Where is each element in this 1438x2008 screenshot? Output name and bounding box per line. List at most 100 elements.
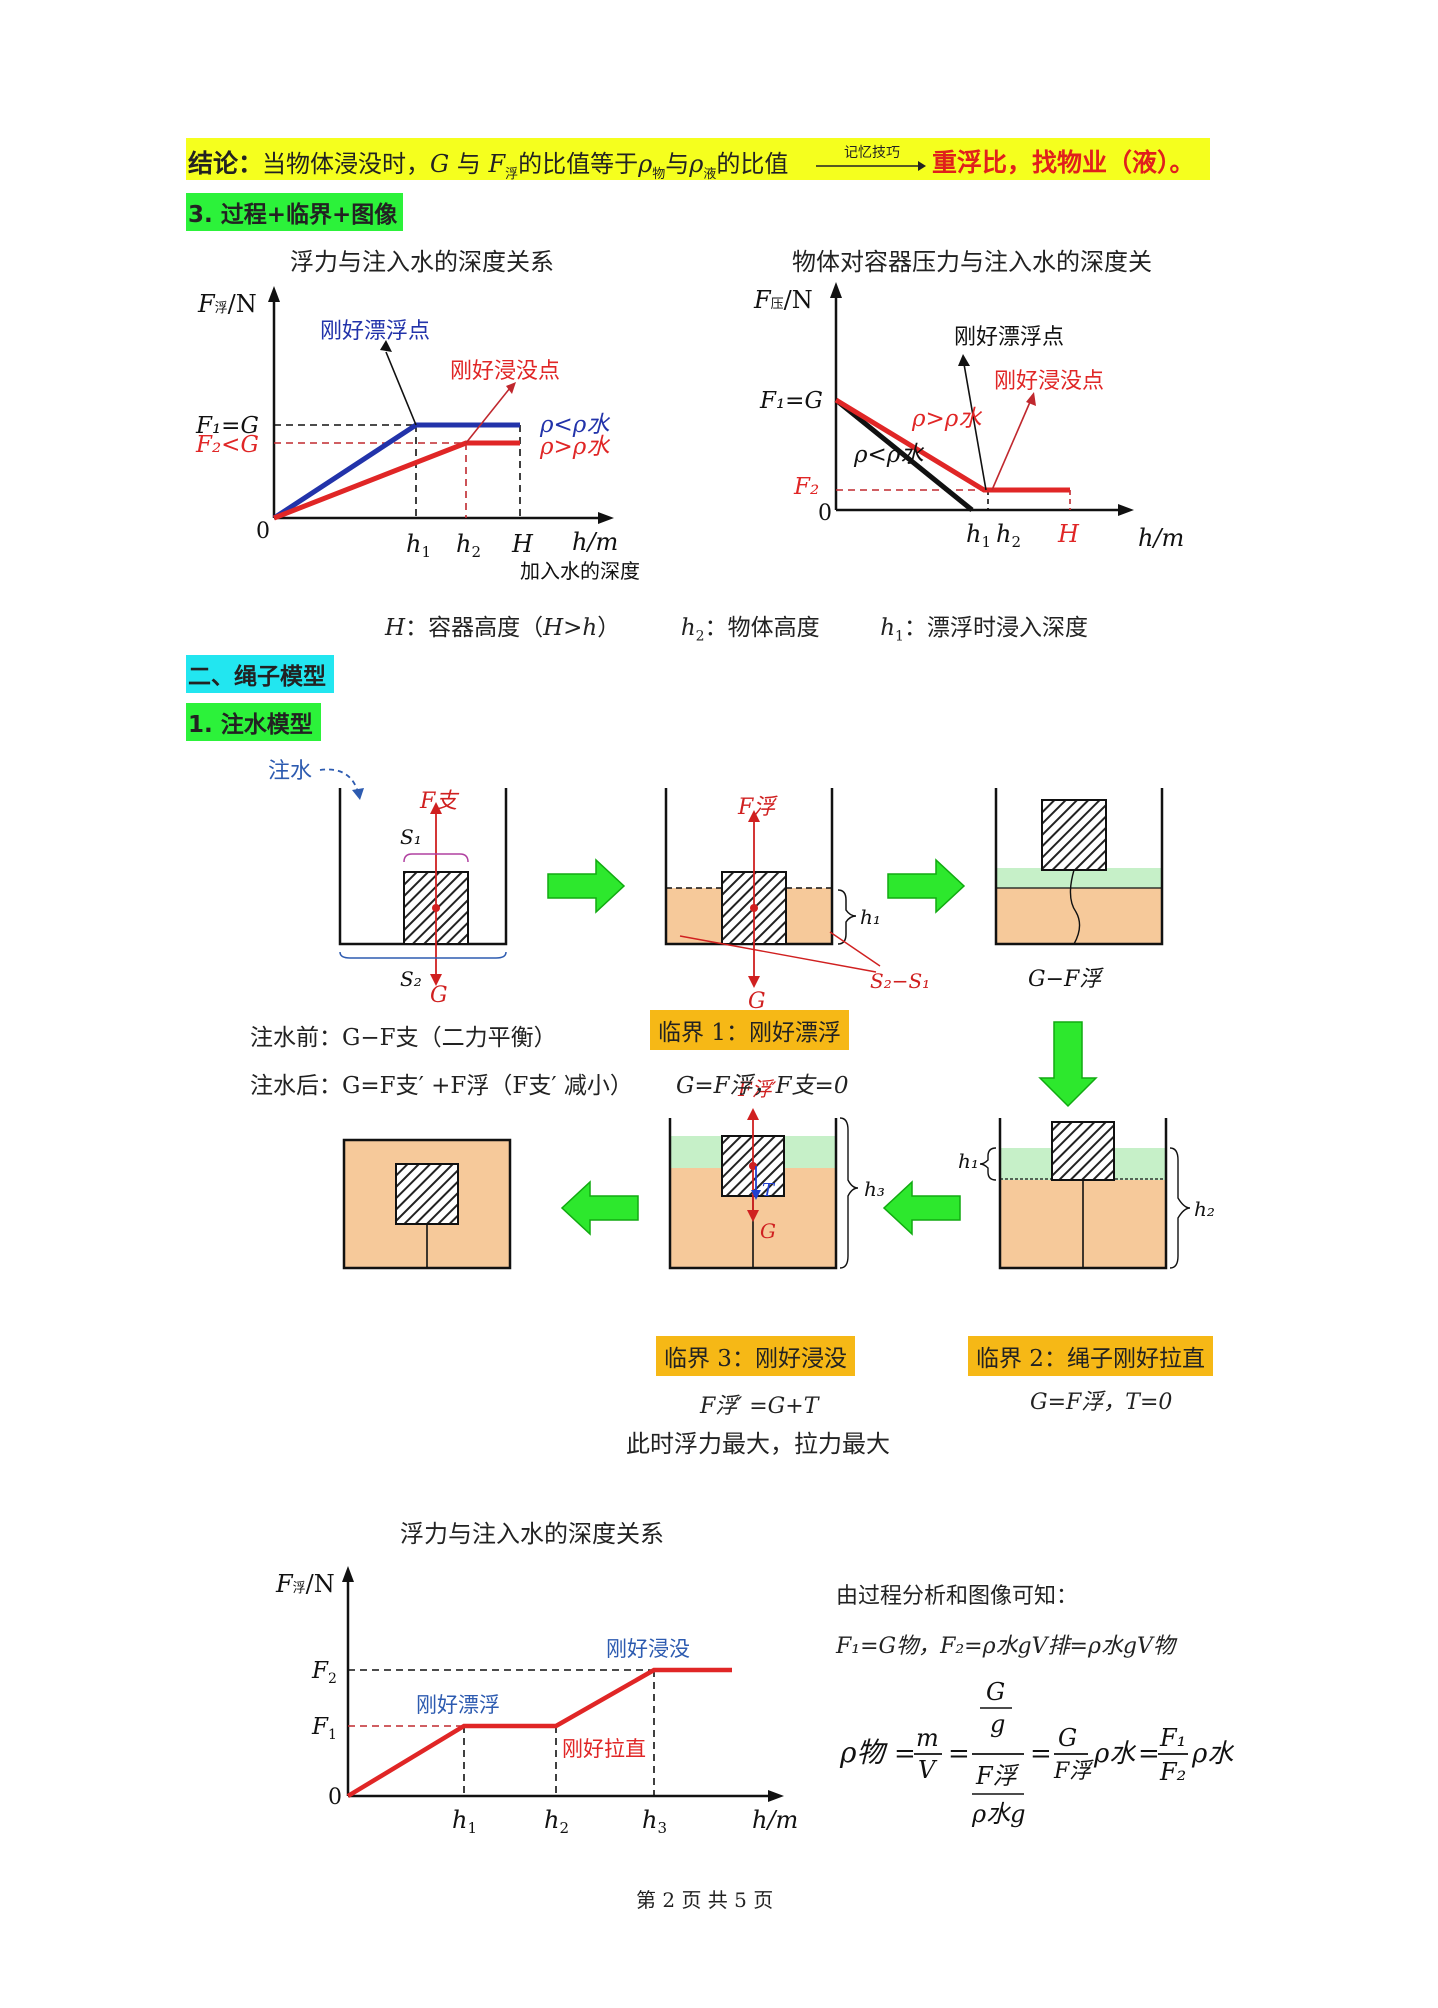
after-pour-text: 注水后：G=F支′ +F浮（F支′ 减小） — [250, 1073, 633, 1099]
svg-text:F浮: F浮 — [975, 1762, 1020, 1790]
conclusion-text: 当物体浸没时，G 与 F浮的比值等于ρ物与ρ液的比值 — [262, 150, 789, 182]
chart2-xtick-H: H — [1057, 520, 1080, 548]
max-force-note: 此时浮力最大，拉力最大 — [626, 1430, 890, 1458]
chart1-y-axis-label: F浮/N — [197, 290, 257, 318]
svg-text:ρ水: ρ水 — [1191, 1739, 1234, 1769]
svg-text:ρ水g: ρ水g — [971, 1800, 1025, 1828]
arrow-right-1 — [547, 858, 626, 914]
chart1-x-axis-label: h/m — [572, 528, 618, 556]
chart3-origin: 0 — [328, 1785, 342, 1810]
chart3-title: 浮力与注入水的深度关系 — [400, 1520, 664, 1548]
chart2-red-line — [834, 397, 1070, 493]
after-pour-condition: G=F浮，F支=0 — [676, 1073, 849, 1099]
density-formula: ρ物 = m V = G g F浮 ρ水g = G F浮 ρ水 = F₁ F₂ … — [839, 1678, 1234, 1828]
label-S1: S₁ — [400, 825, 422, 849]
container-just-submerged: F浮′ T G h₃ — [668, 1077, 885, 1270]
chart1-xtick-H: H — [511, 530, 534, 558]
chart1-x-caption: 加入水的深度 — [520, 559, 640, 583]
svg-text:G: G — [1058, 1724, 1077, 1752]
chart2-y-axis-label: F压/N — [753, 286, 813, 314]
label-h1-1: h₁ — [860, 905, 881, 929]
container-before-pour: 注水 F支 S₁ S₂ G — [268, 759, 508, 1008]
svg-text:g: g — [990, 1710, 1005, 1738]
chart2-ytick-F2: F₂ — [793, 474, 819, 500]
chart2-black-line — [834, 398, 974, 512]
analysis-intro: 由过程分析和图像可知： — [836, 1584, 1079, 1609]
formula-lhs: ρ物 — [839, 1736, 888, 1769]
chart2-x-axis-label: h/m — [1138, 524, 1184, 552]
label-F-buoy-prime: F浮′ — [737, 1077, 777, 1101]
label-G-1: G — [430, 983, 448, 1008]
variable-legend: H：容器高度（H>h） h2：物体高度 h1：漂浮时浸入深度 — [385, 615, 1088, 645]
chart3-ytick-F2: F2 — [311, 1658, 337, 1687]
conclusion-label: 结论： — [188, 149, 264, 178]
svg-text:m: m — [916, 1724, 939, 1752]
svg-text:F₂: F₂ — [1159, 1758, 1186, 1786]
chart2-origin: 0 — [818, 501, 832, 526]
block-rope-taut — [1051, 1121, 1115, 1181]
section-heading-rope: 二、绳子模型 — [186, 655, 334, 693]
svg-text:=: = — [948, 1739, 970, 1769]
chart1-title: 浮力与注入水的深度关系 — [290, 248, 554, 276]
memory-tip: 重浮比，找物业（液）。 — [932, 148, 1195, 177]
chart1-origin: 0 — [256, 519, 270, 544]
container-floating-rising: G−F浮 — [994, 788, 1164, 992]
svg-text:F₁: F₁ — [1159, 1724, 1186, 1752]
arrow-left-2 — [560, 1180, 639, 1236]
buoyancy-depth-chart: 浮力与注入水的深度关系 F浮/N 0 h/m 加入水的深度 F₁=G F₂<G … — [195, 248, 640, 583]
chart2-xtick-h1: h1 — [966, 520, 991, 551]
chart1-ytick-F2: F₂<G — [195, 432, 259, 458]
svg-text:V: V — [918, 1756, 938, 1784]
chart1-legend-less: ρ<ρ水 — [539, 412, 610, 438]
chart2-annot-float: 刚好漂浮点 — [954, 325, 1064, 350]
chart1-annot-float: 刚好漂浮点 — [320, 319, 430, 344]
chart1-xtick-h2: h2 — [456, 530, 481, 561]
chart3-xtick-h1: h1 — [452, 1806, 477, 1837]
chart2-rho-more: ρ>ρ水 — [911, 406, 982, 432]
critical-2-label: 临界 2：绳子刚好拉直 — [968, 1336, 1213, 1376]
memory-arrow-label: 记忆技巧 — [844, 145, 900, 161]
equation-critical-2: G=F浮，T=0 — [1030, 1390, 1173, 1415]
svg-text:G: G — [986, 1678, 1005, 1706]
chart1-red-line — [273, 440, 520, 521]
pour-label: 注水 — [268, 759, 312, 784]
svg-text:=: = — [1138, 1739, 1160, 1769]
chart3-xtick-h3: h3 — [642, 1806, 667, 1837]
container-just-floating: F浮 G h₁ S₂−S₁ — [664, 788, 930, 1014]
rope-buoyancy-chart: 浮力与注入水的深度关系 F浮/N 0 h/m F2 F1 h1 h2 h3 刚好… — [275, 1520, 798, 1837]
chart3-y-axis-label: F浮/N — [275, 1570, 335, 1598]
svg-text:=: = — [894, 1739, 916, 1769]
conclusion-banner: 结论： 当物体浸没时，G 与 F浮的比值等于ρ物与ρ液的比值 记忆技巧 重浮比，… — [186, 138, 1210, 182]
chart1-annot-sink: 刚好浸没点 — [450, 359, 560, 384]
memory-arrow: 记忆技巧 — [814, 142, 926, 172]
analysis-equation-line: F₁=G物，F₂=ρ水gV排=ρ水gV物 — [836, 1634, 1175, 1659]
pressure-depth-chart: 物体对容器压力与注入水的深度关 F压/N 0 h/m F₁=G F₂ 刚好漂浮点… — [753, 248, 1184, 552]
label-F-buoy-1: F浮 — [737, 795, 778, 820]
chart1-xtick-h1: h1 — [406, 530, 431, 561]
block-full — [395, 1163, 459, 1225]
page-footer: 第 2 页 共 5 页 — [636, 1888, 774, 1912]
label-S2-S1: S₂−S₁ — [870, 969, 930, 993]
section-heading-pour: 1. 注水模型 — [186, 703, 321, 741]
label-G-5: G — [760, 1219, 776, 1243]
label-h3: h₃ — [864, 1177, 885, 1201]
container-full — [342, 1138, 512, 1270]
arrow-down — [1038, 1021, 1098, 1108]
label-S2: S₂ — [400, 967, 422, 991]
label-h1-2: h₁ — [958, 1149, 979, 1173]
block-rising — [1041, 799, 1107, 871]
label-F-support: F支 — [419, 789, 460, 814]
chart3-annot-straight: 刚好拉直 — [562, 1737, 646, 1761]
svg-text:ρ水: ρ水 — [1093, 1739, 1136, 1769]
chart3-annot-sink: 刚好浸没 — [606, 1637, 690, 1661]
chart3-line — [346, 1667, 732, 1798]
before-pour-text: 注水前：G−F支（二力平衡） — [250, 1025, 557, 1051]
label-G-minus-F: G−F浮 — [1028, 967, 1104, 992]
chart2-rho-less: ρ<ρ水 — [853, 442, 924, 468]
critical-3-label: 临界 3：刚好浸没 — [656, 1336, 855, 1376]
chart3-annot-float: 刚好漂浮 — [416, 1693, 500, 1717]
chart2-ytick-F1: F₁=G — [759, 388, 823, 414]
svg-text:F浮: F浮 — [1053, 1759, 1094, 1784]
rope-model-diagram: 注水 F支 S₁ S₂ G F浮 G h₁ S₂−S₁ — [268, 759, 1215, 1270]
container-rope-taut: h₁ h₂ — [958, 1118, 1215, 1270]
